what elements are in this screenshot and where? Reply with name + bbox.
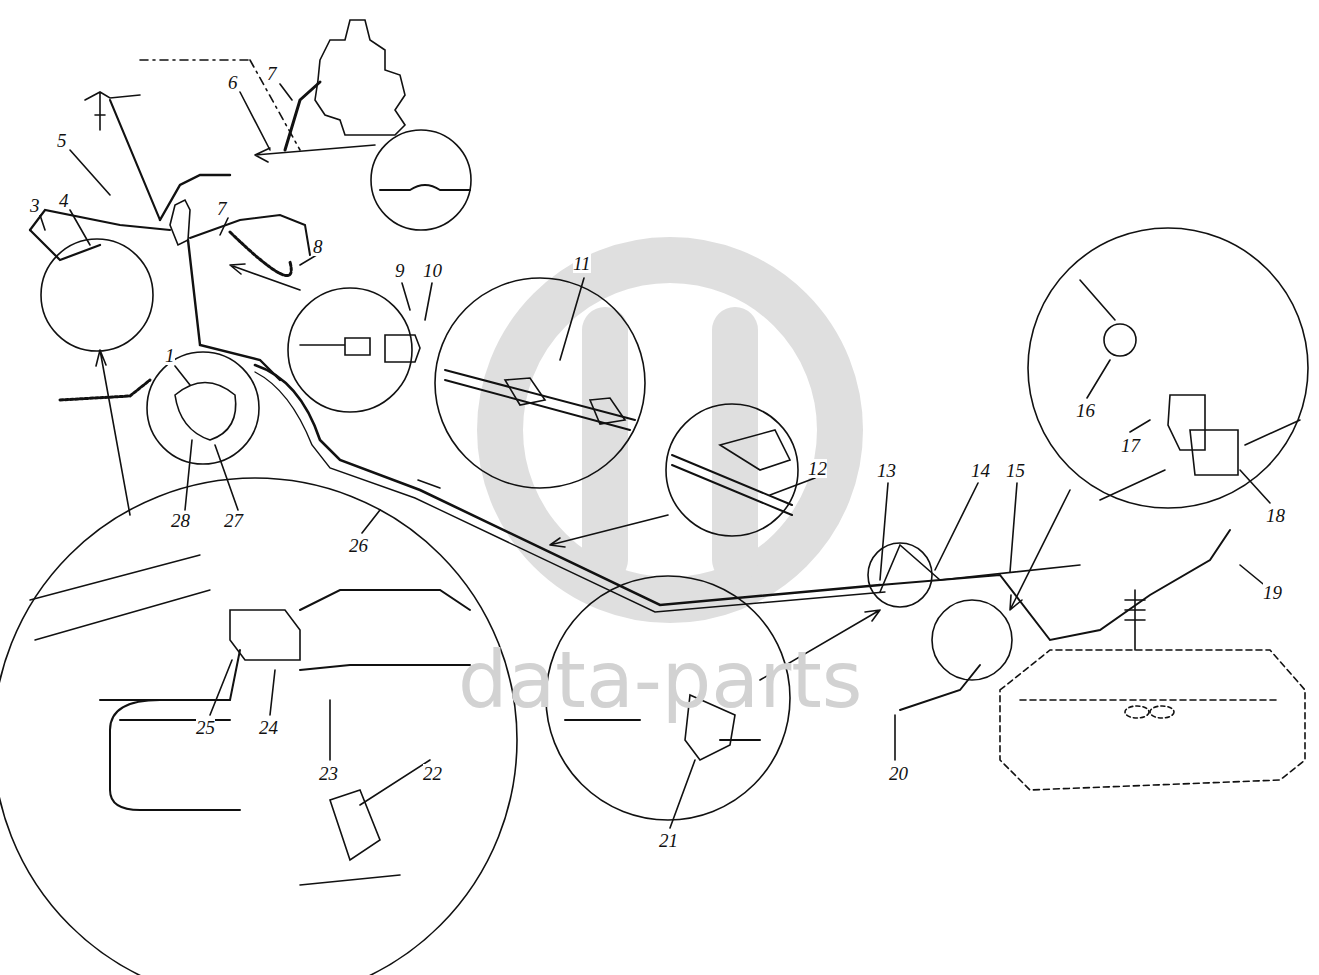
callout-number: 22	[423, 764, 442, 783]
callout-number: 23	[319, 764, 338, 783]
callout-number: 15	[1006, 461, 1025, 480]
callout-number: 13	[877, 461, 896, 480]
callout-number: 21	[659, 831, 678, 850]
callout-number: 1	[165, 346, 175, 365]
callout-number: 25	[196, 718, 215, 737]
callout-number: 24	[259, 718, 278, 737]
callout-number: 14	[971, 461, 990, 480]
callout-number: 19	[1263, 583, 1282, 602]
callout-number: 17	[1121, 436, 1140, 455]
callout-number: 12	[808, 459, 827, 478]
callout-number: 27	[224, 511, 243, 530]
callout-number: 9	[395, 261, 405, 280]
callout-number: 5	[57, 131, 67, 150]
callout-number: 18	[1266, 506, 1285, 525]
callout-number: 10	[423, 261, 442, 280]
callout-number: 26	[349, 536, 368, 555]
callout-number: 11	[573, 254, 591, 273]
callout-number: 16	[1076, 401, 1095, 420]
callout-number: 8	[313, 237, 323, 256]
callout-number: 3	[30, 196, 40, 215]
callout-number: 7	[267, 64, 277, 83]
callout-number: 6	[228, 73, 238, 92]
callout-number: 20	[889, 764, 908, 783]
callout-number: 28	[171, 511, 190, 530]
callout-number: 7	[217, 199, 227, 218]
callout-number: 4	[59, 191, 69, 210]
watermark-text: data-parts	[458, 641, 862, 719]
